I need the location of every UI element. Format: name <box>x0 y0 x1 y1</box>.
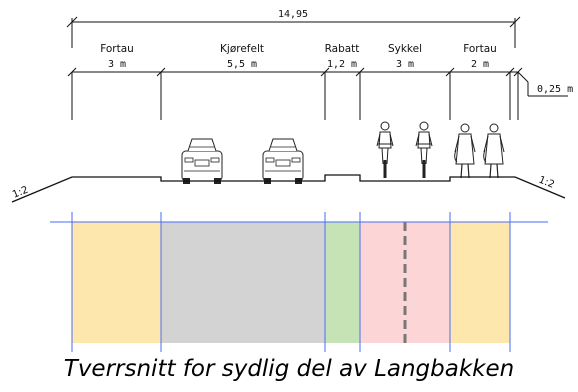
zone-1-name: Fortau <box>100 43 134 55</box>
zone-2-strip <box>161 222 325 343</box>
cyclist-icon <box>376 121 394 179</box>
zone-4-name: Sykkel <box>388 43 422 55</box>
zone-1-width-label: 3 m <box>108 59 126 70</box>
slope-right-label: 1:2 <box>537 175 556 191</box>
plan-grid-lines <box>50 212 548 352</box>
zone-4-width-label: 3 m <box>396 59 414 70</box>
zone-2-name: Kjørefelt <box>220 43 264 55</box>
zone-2-width-label: 5,5 m <box>227 59 257 70</box>
pedestrian-icon <box>454 123 476 179</box>
edge-width-label: 0,25 m <box>537 84 573 95</box>
cyclist-icon <box>415 121 433 179</box>
zone-1-strip <box>72 222 161 343</box>
zone-3-name: Rabatt <box>325 43 360 55</box>
ground-profile <box>11 174 566 203</box>
total-width-label: 14,95 <box>278 9 308 20</box>
car-icon <box>181 138 223 185</box>
figure-caption: Tverrsnitt for sydlig del av Langbakken <box>63 356 515 382</box>
zone-dimension-line <box>67 67 568 120</box>
zone-3-width-label: 1,2 m <box>327 59 357 70</box>
zone-5-name: Fortau <box>463 43 497 55</box>
zone-3-strip <box>325 222 360 343</box>
slope-left-label: 1:2 <box>11 185 30 201</box>
zone-5-width-label: 2 m <box>471 59 489 70</box>
pedestrian-icon <box>483 123 505 179</box>
car-icon <box>262 138 304 185</box>
total-dimension-line <box>66 16 521 48</box>
zone-5-strip <box>450 222 510 343</box>
